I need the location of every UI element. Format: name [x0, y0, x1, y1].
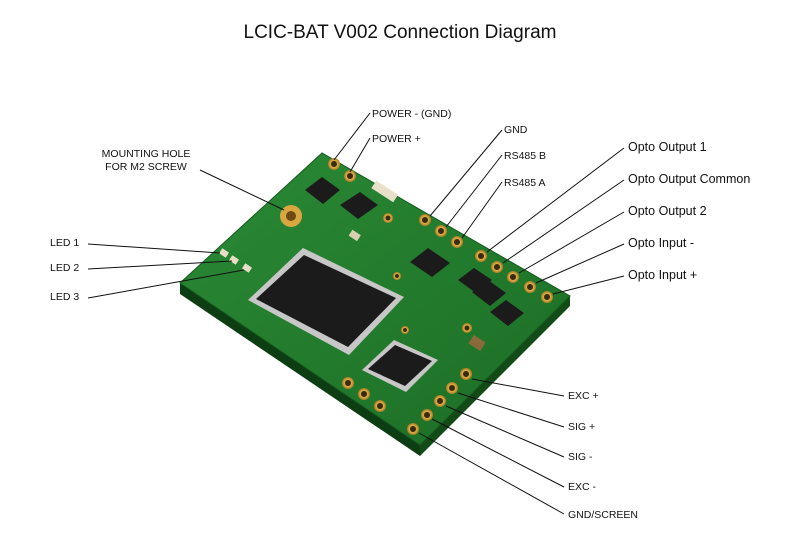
label-opto-output-1: Opto Output 1	[628, 140, 707, 154]
label-led-1: LED 1	[50, 237, 80, 249]
opto-chips	[410, 248, 524, 326]
label-gnd: GND	[504, 124, 528, 136]
main-chip	[248, 248, 404, 355]
power-pads	[328, 158, 356, 182]
label-rs485-b: RS485 B	[504, 150, 547, 162]
rs485-pads	[419, 214, 463, 248]
leader-lines	[87, 112, 625, 515]
label-led-2: LED 2	[50, 262, 80, 274]
opto-pads	[475, 250, 553, 303]
label-opto-input-minus: Opto Input -	[628, 236, 695, 250]
label-opto-output-2: Opto Output 2	[628, 204, 707, 218]
diagram-title: LCIC-BAT V002 Connection Diagram	[243, 22, 557, 43]
mounting-hole	[280, 205, 302, 227]
label-mounting-hole-line2: FOR M2 SCREW	[105, 161, 187, 173]
label-sig-minus: SIG -	[568, 451, 593, 463]
label-exc-plus: EXC +	[568, 390, 599, 402]
pcb-edge	[180, 283, 570, 456]
label-opto-input-plus: Opto Input +	[628, 268, 698, 282]
label-rs485-a: RS485 A	[504, 177, 546, 189]
loadcell-pads	[407, 368, 472, 435]
misc-components	[393, 272, 486, 352]
label-sig-plus: SIG +	[568, 421, 596, 433]
led-components	[219, 248, 252, 273]
label-led-3: LED 3	[50, 291, 80, 303]
top-components	[305, 177, 399, 242]
label-opto-output-common: Opto Output Common	[628, 172, 751, 186]
label-exc-minus: EXC -	[568, 481, 597, 493]
bottom-left-pads	[342, 377, 386, 412]
label-mounting-hole: MOUNTING HOLE FOR M2 SCREW	[96, 148, 196, 174]
label-gnd-screen: GND/SCREEN	[568, 509, 639, 521]
label-mounting-hole-line1: MOUNTING HOLE	[101, 148, 191, 160]
label-power-plus: POWER +	[372, 133, 421, 145]
label-power-gnd: POWER - (GND)	[372, 108, 452, 120]
secondary-chip	[362, 340, 438, 392]
